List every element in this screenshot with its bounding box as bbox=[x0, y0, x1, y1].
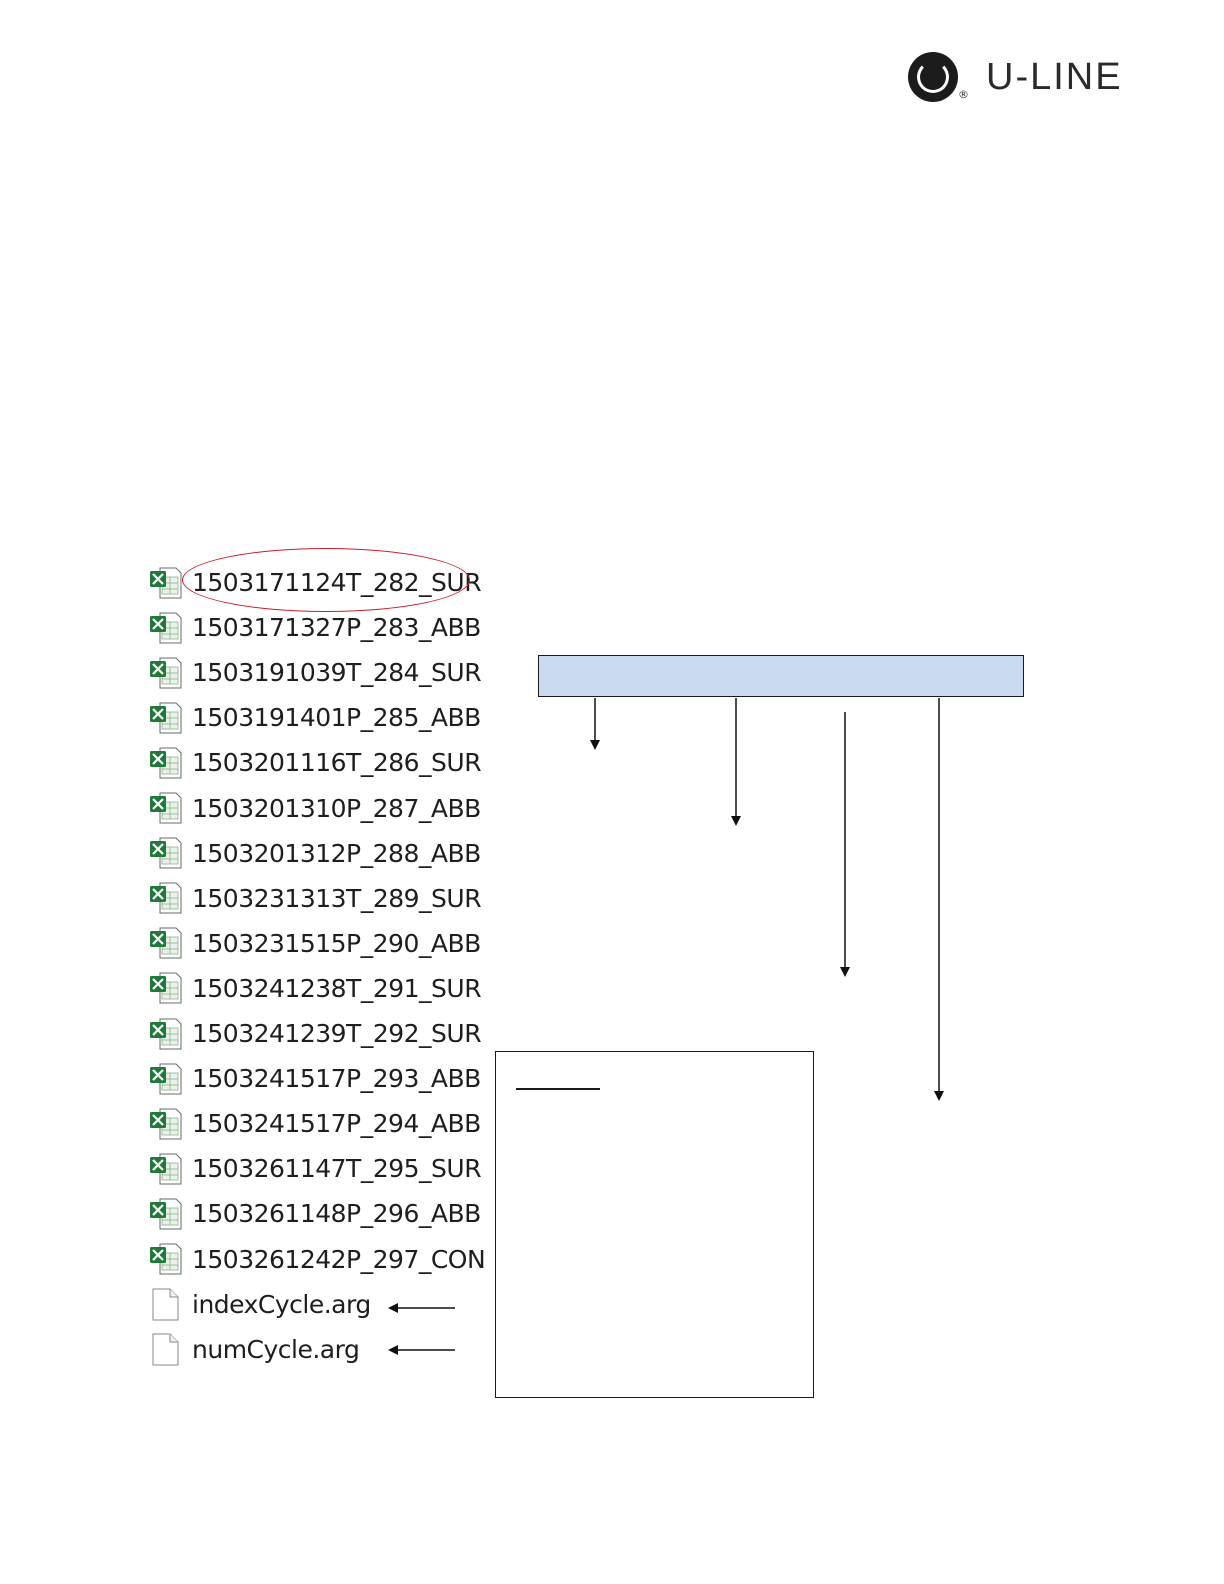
file-row[interactable]: 1503241517P_293_ABB bbox=[148, 1056, 481, 1101]
file-name: 1503191401P_285_ABB bbox=[192, 703, 481, 733]
excel-file-icon bbox=[148, 1061, 182, 1097]
excel-file-icon bbox=[148, 835, 182, 871]
excel-file-icon bbox=[148, 565, 182, 601]
file-name: 1503241517P_294_ABB bbox=[192, 1109, 481, 1139]
excel-file-icon bbox=[148, 925, 182, 961]
file-name: indexCycle.arg bbox=[192, 1289, 371, 1319]
file-row[interactable]: 1503261148P_296_ABB bbox=[148, 1191, 481, 1236]
excel-file-icon bbox=[148, 970, 182, 1006]
legend-heading-underline bbox=[516, 1088, 600, 1090]
blank-file-icon bbox=[148, 1286, 182, 1322]
file-name: 1503201116T_286_SUR bbox=[192, 748, 482, 778]
file-name: numCycle.arg bbox=[192, 1334, 360, 1364]
file-row[interactable]: 1503231515P_290_ABB bbox=[148, 921, 481, 966]
file-name: 1503191039T_284_SUR bbox=[192, 658, 482, 688]
file-row[interactable]: 1503201116T_286_SUR bbox=[148, 740, 482, 785]
file-row[interactable]: 1503191401P_285_ABB bbox=[148, 695, 481, 740]
excel-file-icon bbox=[148, 790, 182, 826]
file-name: 1503241239T_292_SUR bbox=[192, 1019, 482, 1048]
excel-file-icon bbox=[148, 1106, 182, 1142]
filename-breakdown-bar bbox=[538, 655, 1024, 697]
blank-file-icon bbox=[148, 1331, 182, 1367]
file-row[interactable]: 1503241239T_292_SUR bbox=[148, 1011, 482, 1056]
brand-name: U-LINE bbox=[986, 56, 1123, 98]
file-name: 1503171327P_283_ABB bbox=[192, 613, 481, 643]
file-row[interactable]: indexCycle.arg bbox=[148, 1282, 478, 1327]
excel-file-icon bbox=[148, 880, 182, 916]
excel-file-icon bbox=[148, 1151, 182, 1187]
file-name: 1503201310P_287_ABB bbox=[192, 793, 481, 823]
u-line-logo-icon bbox=[908, 52, 958, 102]
file-row[interactable]: 1503201312P_288_ABB bbox=[148, 831, 481, 876]
file-row[interactable]: 1503171327P_283_ABB bbox=[148, 605, 481, 650]
file-row[interactable]: 1503201310P_287_ABB bbox=[148, 786, 481, 831]
file-row[interactable]: 1503261242P_297_CON bbox=[148, 1237, 486, 1282]
excel-file-icon bbox=[148, 1016, 182, 1052]
file-row[interactable]: 1503191039T_284_SUR bbox=[148, 650, 482, 695]
file-name: 1503261148P_296_ABB bbox=[192, 1199, 481, 1229]
excel-file-icon bbox=[148, 655, 182, 691]
excel-file-icon bbox=[148, 1241, 182, 1277]
highlight-oval bbox=[182, 548, 470, 612]
u-line-logo: ® U-LINE bbox=[908, 52, 1138, 108]
excel-file-icon bbox=[148, 745, 182, 781]
file-row[interactable]: 1503241238T_291_SUR bbox=[148, 966, 482, 1011]
file-row[interactable]: 1503231313T_289_SUR bbox=[148, 876, 482, 921]
file-name: 1503231313T_289_SUR bbox=[192, 883, 482, 913]
file-name: 1503241517P_293_ABB bbox=[192, 1064, 481, 1094]
file-name: 1503231515P_290_ABB bbox=[192, 928, 481, 958]
file-row[interactable]: numCycle.arg bbox=[148, 1327, 478, 1372]
excel-file-icon bbox=[148, 700, 182, 736]
file-name: 1503261242P_297_CON bbox=[192, 1244, 486, 1274]
file-name: 1503201312P_288_ABB bbox=[192, 838, 481, 868]
legend-box bbox=[495, 1051, 814, 1398]
registered-mark: ® bbox=[958, 88, 969, 101]
file-name: 1503261147T_295_SUR bbox=[192, 1154, 482, 1184]
file-row[interactable]: 1503261147T_295_SUR bbox=[148, 1146, 482, 1191]
file-name: 1503241238T_291_SUR bbox=[192, 973, 482, 1003]
file-row[interactable]: 1503241517P_294_ABB bbox=[148, 1101, 481, 1146]
excel-file-icon bbox=[148, 1196, 182, 1232]
excel-file-icon bbox=[148, 610, 182, 646]
